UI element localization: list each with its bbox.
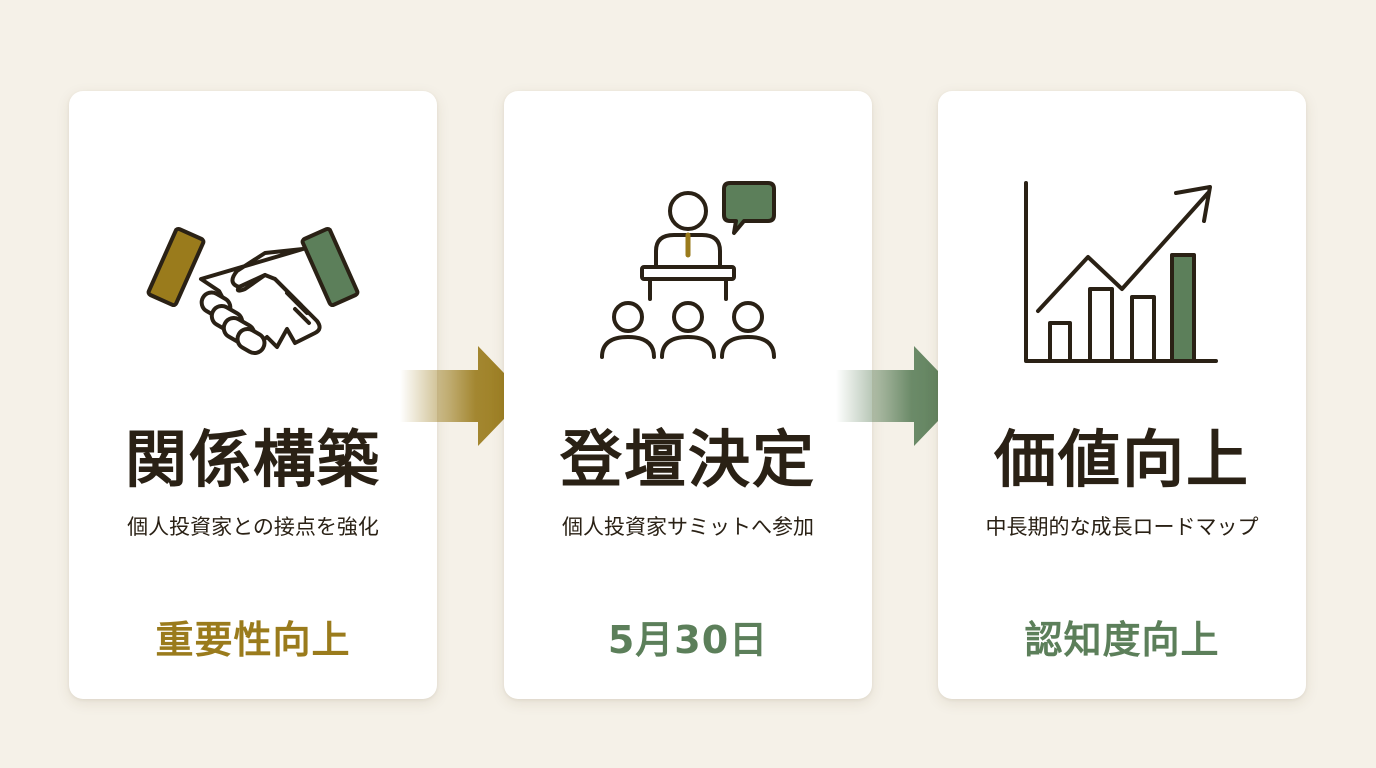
growth-chart-icon: [938, 171, 1306, 471]
step-description: 個人投資家との接点を強化: [127, 515, 379, 539]
step-title: 価値向上: [993, 423, 1250, 496]
step-description: 中長期的な成長ロードマップ: [985, 515, 1259, 539]
presentation-speaker-icon: [504, 171, 872, 471]
step-title: 関係構築: [124, 423, 381, 496]
step-highlight: 認知度向上: [1024, 618, 1220, 662]
step-card-value: 価値向上 中長期的な成長ロードマップ 認知度向上: [938, 91, 1306, 699]
step-card-relationship: 関係構築 個人投資家との接点を強化 重要性向上: [69, 91, 437, 699]
step-description: 個人投資家サミットへ参加: [562, 515, 814, 539]
right-arrow-icon: [400, 346, 530, 446]
step-card-presentation: 登壇決定 個人投資家サミットへ参加 5月30日: [504, 91, 872, 699]
step-title: 登壇決定: [559, 423, 816, 496]
handshake-icon: [69, 171, 437, 471]
step-highlight: 5月30日: [607, 618, 769, 662]
step-highlight: 重要性向上: [155, 618, 351, 662]
right-arrow-icon: [836, 346, 966, 446]
